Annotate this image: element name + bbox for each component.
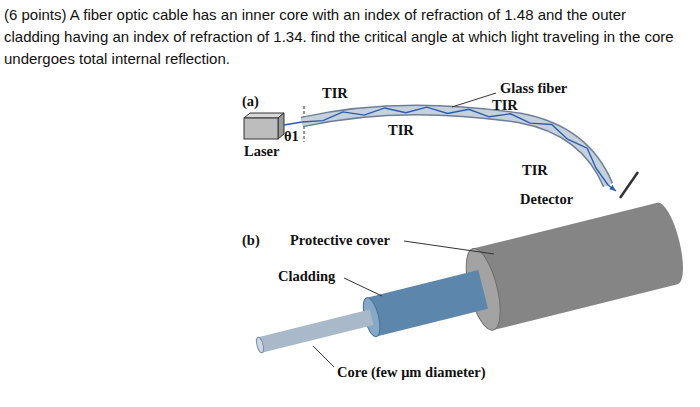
cladding (367, 270, 488, 337)
laser-device (244, 113, 284, 139)
cable-illustration (247, 200, 689, 387)
laser-beam (284, 122, 302, 125)
light-ray-path (302, 107, 616, 191)
light-ray (302, 107, 616, 191)
arrowhead (609, 185, 616, 191)
protective-cover (473, 203, 678, 330)
laser-front (244, 118, 278, 139)
question-text: (6 points) A fiber optic cable has an in… (4, 4, 684, 70)
detector-symbol (620, 172, 638, 198)
cover-label: Protective cover (290, 232, 390, 248)
tir-label: TIR (522, 162, 548, 178)
core-label: Core (few μm diameter) (337, 364, 485, 380)
core (258, 309, 373, 352)
tir-label: TIR (492, 97, 518, 113)
laser-side (278, 113, 284, 139)
part-label: (a) (242, 93, 259, 109)
cladding-label: Cladding (278, 268, 335, 284)
tir-label: TIR (388, 122, 414, 138)
leader-line (313, 346, 334, 367)
core-face (255, 337, 265, 354)
leader-line (452, 93, 496, 107)
laser-top (244, 113, 284, 118)
leader-line (404, 241, 494, 254)
glass-fiber-outline (302, 110, 608, 185)
tir-label: TIR (322, 85, 348, 101)
cover-end (646, 200, 690, 287)
detector-label: Detector (520, 191, 573, 207)
fiber-label: Glass fiber (500, 80, 567, 96)
part-label: (b) (242, 232, 260, 248)
angle-label: θ1 (284, 128, 299, 144)
laser-label: Laser (244, 143, 279, 159)
leader-line (344, 278, 382, 296)
glass-fiber (302, 110, 608, 185)
